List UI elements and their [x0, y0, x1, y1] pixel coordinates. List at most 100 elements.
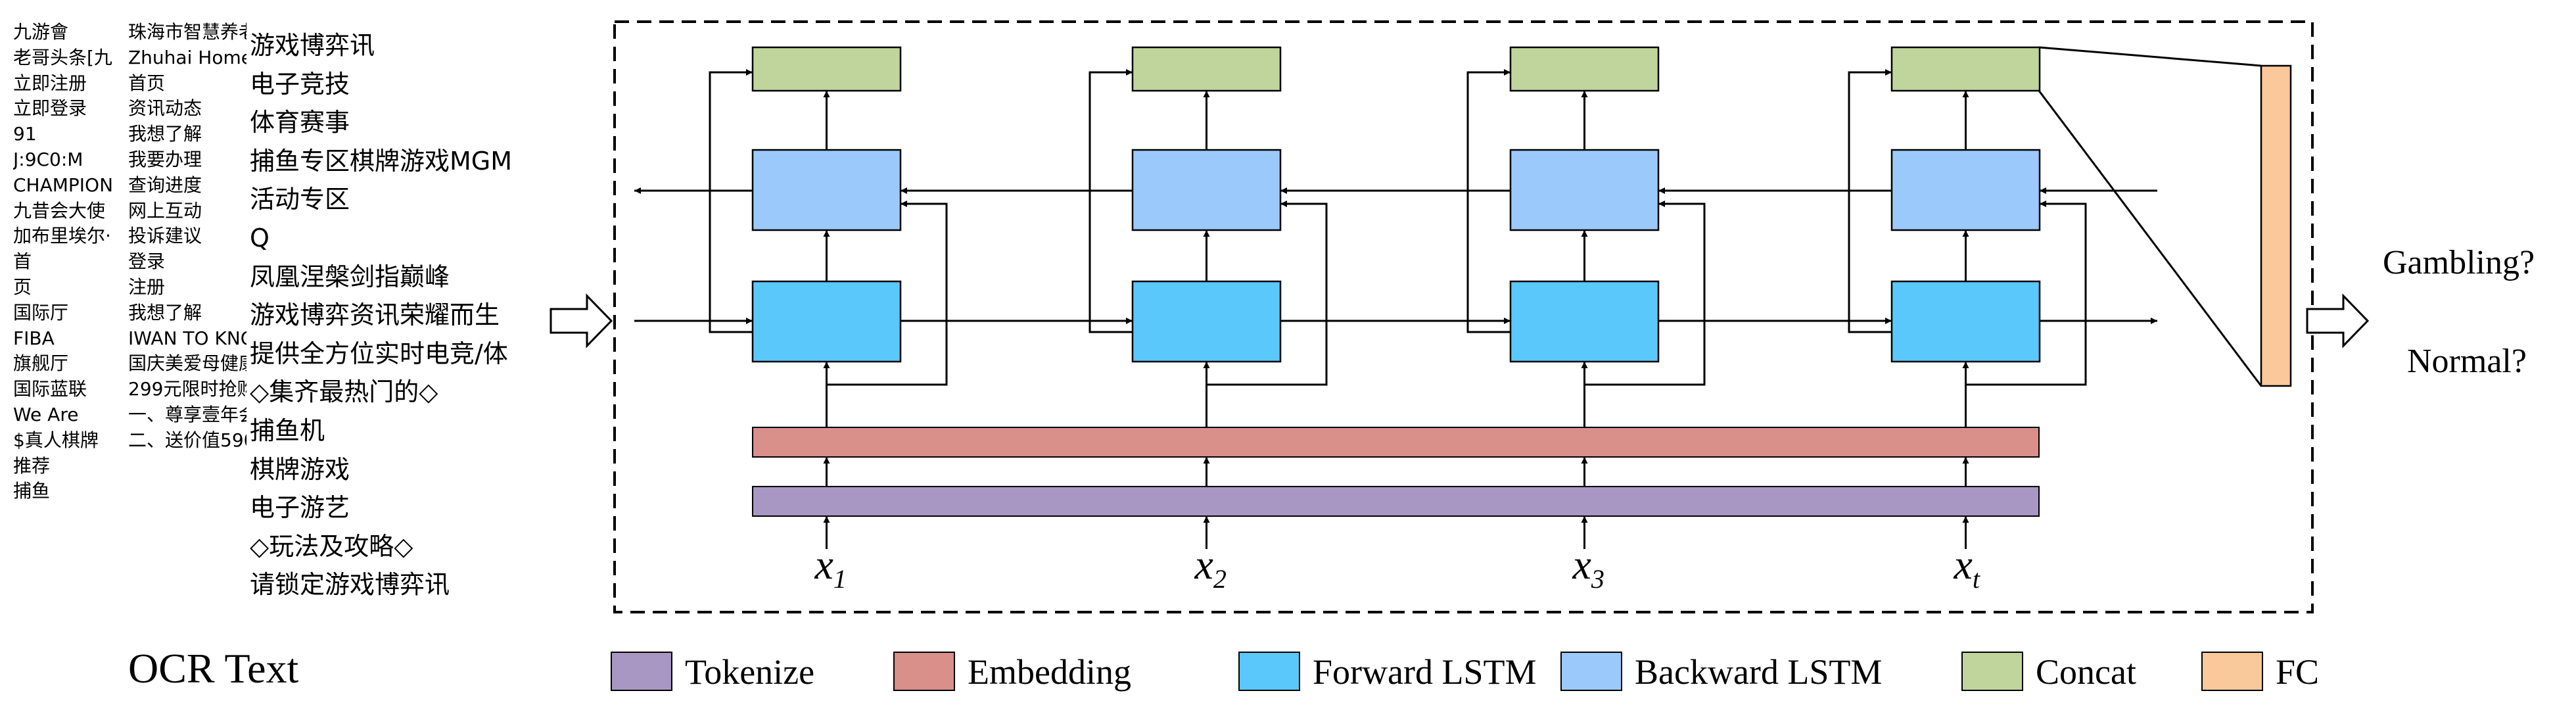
fc-connector-top — [2038, 46, 2262, 67]
ocr-line: 凤凰涅槃剑指巅峰 — [250, 262, 450, 291]
input-token-label: x3 — [1572, 541, 1604, 594]
concat-box — [1509, 46, 1660, 92]
ocr-line: 加布里埃尔· — [13, 225, 111, 247]
ocr-line: 网上互动 — [128, 199, 202, 222]
ocr-line: Zhuhai Home — [128, 46, 246, 68]
legend-label: Tokenize — [685, 652, 814, 692]
concat-box — [751, 46, 902, 92]
ocr-line: 体育赛事 — [250, 108, 350, 137]
ocr-line: 捕鱼 — [13, 480, 51, 502]
ocr-caption: OCR Text — [128, 645, 299, 692]
ocr-line: 电子竞技 — [250, 69, 350, 99]
ocr-line: 立即登录 — [13, 97, 87, 120]
legend-label: Embedding — [968, 652, 1131, 692]
ocr-line: $真人棋牌 — [13, 429, 99, 451]
legend-swatch — [1560, 652, 1622, 691]
output-arrow — [2306, 293, 2370, 348]
ocr-line: 提供全方位实时电竞/体 — [250, 339, 508, 368]
forward-to-concat-skip — [1466, 69, 1510, 333]
legend-swatch — [893, 652, 955, 691]
embedding-bar — [752, 427, 2040, 458]
forward-to-concat-skip — [1089, 69, 1133, 333]
output-label-gambling: Gambling? — [2383, 244, 2535, 281]
concat-box — [1131, 46, 1282, 92]
ocr-line: 活动专区 — [250, 185, 350, 214]
legend-item: Embedding — [893, 652, 1131, 692]
ocr-line: FIBA — [13, 327, 55, 349]
legend-item: Tokenize — [611, 652, 814, 692]
ocr-line: 珠海市智慧养老 — [128, 21, 246, 43]
timestep-1: x1 — [709, 46, 948, 594]
tokenize-bar — [752, 486, 2040, 517]
concat-box — [1890, 46, 2041, 92]
backward-lstm-cell — [1890, 149, 2041, 231]
ocr-line: ◇玩法及攻略◇ — [250, 531, 413, 561]
ocr-line: J:9C0:M — [13, 148, 83, 170]
ocr-line: 二、送价值590 — [128, 429, 246, 451]
timestep-3: x3 — [1466, 46, 1706, 594]
ocr-line: 我要办理 — [128, 148, 202, 170]
fc-connector-bottom — [2038, 90, 2262, 387]
ocr-line: 一、尊享壹年会 — [128, 403, 246, 425]
ocr-line: ◇集齐最热门的◇ — [250, 377, 438, 407]
ocr-line: Q — [250, 223, 269, 252]
input-to-backward-skip — [1584, 201, 1706, 386]
input-token-label: x1 — [814, 541, 847, 594]
ocr-line: 立即注册 — [13, 72, 87, 94]
timestep-4: xt — [1848, 46, 2087, 594]
legend-label: Backward LSTM — [1635, 652, 1882, 692]
ocr-line: IWAN TO KNOW — [128, 327, 246, 349]
legend-swatch — [1238, 652, 1300, 691]
input-to-backward-skip — [826, 201, 948, 386]
forward-lstm-cell — [1509, 280, 1660, 363]
ocr-line: 299元限时抢购 — [128, 378, 246, 400]
legend-label: FC — [2276, 652, 2319, 692]
backward-lstm-cell — [1131, 149, 1282, 231]
ocr-line: We Are — [13, 403, 79, 425]
legend: Tokenize Embedding Forward LSTM Backward LS… — [611, 652, 2319, 692]
backward-lstm-cell — [1509, 149, 1660, 231]
ocr-line: 国际蓝联 — [13, 378, 87, 400]
legend-item: FC — [2201, 652, 2319, 692]
ocr-line: 我想了解 — [128, 123, 202, 145]
ocr-line: 老哥头条[九 — [13, 46, 112, 68]
fc-layer — [2260, 64, 2292, 387]
ocr-line: 国庆美爱母健康 — [128, 352, 246, 375]
ocr-line: 首页 — [128, 72, 166, 94]
ocr-line: 电子游艺 — [250, 493, 350, 523]
ocr-line: 旗舰厅 — [13, 352, 69, 375]
ocr-line: 登录 — [128, 251, 166, 273]
legend-swatch — [1961, 652, 2023, 691]
ocr-line: 九昔会大使 — [13, 199, 106, 222]
legend-label: Concat — [2036, 652, 2136, 692]
ocr-line: 91 — [13, 123, 37, 145]
legend-item: Backward LSTM — [1560, 652, 1882, 692]
forward-to-concat-skip — [709, 69, 753, 333]
ocr-line: CHAMPION — [13, 174, 114, 196]
input-token-label: xt — [1954, 541, 1980, 594]
ocr-line: 首 — [13, 251, 32, 273]
output-label-normal: Normal? — [2407, 343, 2527, 380]
input-to-backward-skip — [1206, 201, 1328, 386]
ocr-line: 页 — [13, 275, 32, 298]
forward-lstm-cell — [751, 280, 902, 363]
ocr-line: 注册 — [128, 275, 166, 298]
ocr-line: 推荐 — [13, 454, 51, 477]
ocr-line: 棋牌游戏 — [250, 454, 350, 484]
forward-lstm-cell — [1131, 280, 1282, 363]
legend-item: Forward LSTM — [1238, 652, 1536, 692]
ocr-line: 请锁定游戏博弈讯 — [250, 570, 450, 600]
backward-lstm-cell — [751, 149, 902, 231]
input-arrow — [550, 293, 613, 348]
ocr-line: 我想了解 — [128, 301, 202, 323]
ocr-line: 捕鱼专区棋牌游戏MGM — [250, 146, 513, 176]
ocr-line: 游戏博弈讯 — [250, 31, 375, 60]
input-token-label: x2 — [1194, 541, 1227, 594]
legend-swatch — [611, 652, 672, 691]
ocr-line: 查询进度 — [128, 174, 202, 196]
